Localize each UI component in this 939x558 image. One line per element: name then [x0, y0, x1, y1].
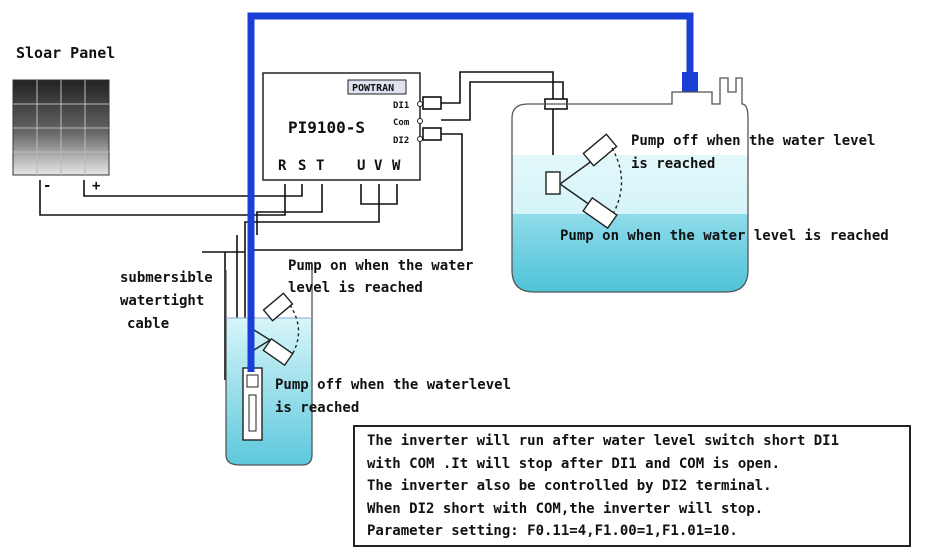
- solar-panel-label: Sloar Panel: [16, 44, 115, 62]
- well-pump-on-line1: Pump on when the water: [288, 258, 473, 274]
- cable-label-line2: watertight: [120, 293, 204, 309]
- terminal-w-label: W: [392, 158, 401, 174]
- water-pipe: [247, 12, 694, 372]
- note-line: The inverter also be controlled by DI2 t…: [367, 478, 772, 494]
- note-line: When DI2 short with COM,the inverter wil…: [367, 500, 764, 517]
- com-terminal: [417, 118, 423, 124]
- cable-label-line3: cable: [127, 316, 169, 332]
- terminal-s-label: S: [298, 158, 306, 174]
- terminal-v-label: V: [374, 158, 383, 174]
- di2-label: DI2: [393, 136, 409, 146]
- di1-label: DI1: [393, 101, 409, 111]
- terminal-r-label: R: [278, 158, 287, 174]
- well-pump-off-line2: is reached: [275, 400, 359, 416]
- inverter-model: PI9100-S: [288, 118, 365, 137]
- solar-panel: [12, 79, 110, 176]
- note-line: with COM .It will stop after DI1 and COM…: [367, 455, 781, 472]
- well-pump-on-line2: level is reached: [288, 280, 423, 296]
- terminal-u-label: U: [357, 158, 365, 174]
- note-line: The inverter will run after water level …: [367, 433, 840, 449]
- storage-tank: [511, 77, 749, 293]
- well-pump-off-line1: Pump off when the waterlevel: [275, 377, 511, 393]
- di1-terminal: [417, 101, 423, 107]
- note-line: Parameter setting: F0.11=4,F1.00=1,F1.01…: [367, 523, 738, 539]
- brand-badge: [347, 79, 407, 95]
- well-float-switch: [253, 292, 300, 367]
- tank-pump-on-label: Pump on when the water level is reached: [560, 228, 889, 244]
- instruction-note: The inverter will run after water level …: [353, 425, 911, 547]
- panel-minus-label: -: [43, 178, 51, 194]
- well: [225, 270, 313, 466]
- di2-terminal: [417, 136, 423, 142]
- pipe-outlet: [682, 72, 698, 92]
- submersible-pump: [242, 367, 263, 441]
- com-label: Com: [393, 118, 410, 128]
- cable-label-line1: submersible: [120, 270, 213, 286]
- tank-float-switch: [545, 133, 623, 230]
- panel-plus-label: +: [92, 178, 100, 194]
- tank-pump-off-line2: is reached: [631, 156, 715, 172]
- terminal-t-label: T: [316, 158, 324, 174]
- tank-pump-off-line1: Pump off when the water level: [631, 133, 875, 149]
- brand-label: POWTRAN: [352, 83, 394, 94]
